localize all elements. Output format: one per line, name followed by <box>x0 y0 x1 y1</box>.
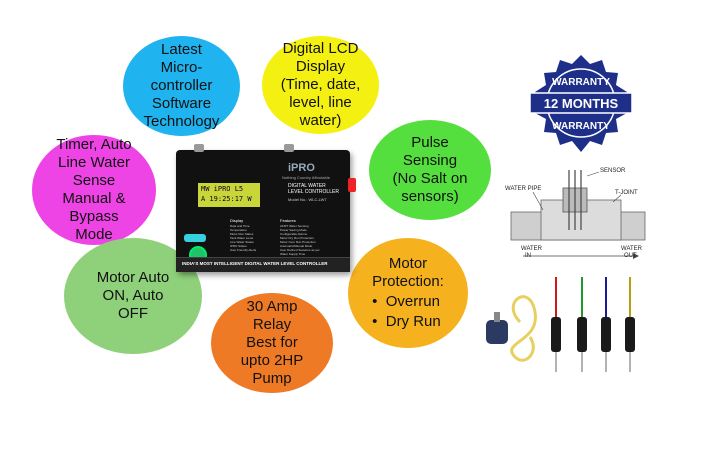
connector-plug <box>486 320 508 344</box>
product-name-line2: LEVEL CONTROLLER <box>288 189 339 195</box>
display-item: Temperature <box>230 228 247 232</box>
warranty-main-text: 12 MONTHS <box>544 96 619 111</box>
feature-item: Motor Dry Run Protection <box>280 236 314 240</box>
feature-item: Power Saving Mode <box>280 228 307 232</box>
lcd-screen: MW iPRO L5 A 19:25:17 W <box>198 183 260 207</box>
display-item: IPRO Status <box>230 244 247 248</box>
product-name-line1: DIGITAL WATER <box>288 183 326 189</box>
motor-protection-title: Motor Protection: <box>372 255 444 290</box>
warranty-top-text: WARRANTY <box>552 77 610 88</box>
sensor-label: SENSOR <box>600 168 626 174</box>
probe-2 <box>577 277 587 372</box>
display-item: User Friendly Alerts <box>230 248 257 252</box>
display-item: Line Water Status <box>230 240 254 244</box>
probe-3 <box>601 277 611 372</box>
connector-pin <box>494 312 500 322</box>
feature-item: Motor Over Run Protection <box>280 240 316 244</box>
features-list: AFMT Water Sensing Power Saving Mode Con… <box>280 224 320 256</box>
mode-button[interactable] <box>184 234 206 242</box>
probe-body-1 <box>551 317 561 352</box>
relay-bubble: 30 Amp Relay Best for upto 2HP Pump <box>211 293 333 393</box>
feature-item: User Defined Sessions as per <box>280 248 320 252</box>
motor-auto-text: Motor Auto ON, Auto OFF <box>96 269 170 322</box>
mounting-tab-left <box>194 144 204 152</box>
lcd-line-1: MW iPRO L5 <box>201 185 244 193</box>
lcd-line-2: A 19:25:17 W <box>201 195 252 203</box>
microcontroller-bubble: Latest Micro- controller Software Techno… <box>123 36 240 136</box>
water-out-label-line2: OUT <box>624 253 637 259</box>
flow-arrowhead <box>633 253 639 259</box>
relay-text: 30 Amp Relay Best for upto 2HP Pump <box>240 298 304 387</box>
protection-item-overrun: • Overrun <box>372 293 440 310</box>
water-out-label-line1: WATER <box>621 246 643 252</box>
pulse-sensing-bubble: Pulse Sensing (No Salt on sensors) <box>369 120 491 220</box>
display-list: Date and Time Temperature Motor Run Stat… <box>230 224 256 252</box>
probe-body-3 <box>601 317 611 352</box>
feature-item: AFMT Water Sensing <box>280 224 309 228</box>
timer-mode-text: Timer, Auto Line Water Sense Manual & By… <box>56 136 132 243</box>
badge-ribbon <box>530 92 632 114</box>
probe-body-2 <box>577 317 587 352</box>
microcontroller-text: Latest Micro- controller Software Techno… <box>143 41 220 130</box>
display-item: Date and Time <box>230 224 250 228</box>
model-number: Model No.: WLC-LW7 <box>288 197 327 202</box>
display-item: Tank Water Level <box>230 236 254 240</box>
probe-1 <box>551 277 561 372</box>
probe-body-4 <box>625 317 635 352</box>
bottom-slogan: INDIA'S MOST INTELLIGENT DIGITAL WATER L… <box>182 261 328 266</box>
yellow-cable <box>510 295 537 362</box>
sensor-leader <box>586 171 600 177</box>
water-pipe-label: WATER PIPE <box>505 186 541 192</box>
lcd-display-bubble: Digital LCD Display (Time, date, level, … <box>262 36 379 134</box>
water-in-label-line2: IN <box>525 253 531 259</box>
lcd-display-text: Digital LCD Display (Time, date, level, … <box>280 40 361 129</box>
protection-item-dry-run: • Dry Run <box>372 313 441 330</box>
pipe-leader <box>532 191 544 211</box>
water-in-label-line1: WATER <box>521 246 543 252</box>
brand-logo: iPRO <box>288 162 315 174</box>
tjoint-leader <box>612 194 622 203</box>
feature-item: Automatic/Manual Mode <box>280 244 313 248</box>
motor-protection-bubble: Motor Protection: • Overrun • Dry Run <box>348 238 468 348</box>
pulse-sensing-text: Pulse Sensing (No Salt on sensors) <box>392 134 468 205</box>
mounting-tab-right <box>284 144 294 152</box>
brand-tagline: Nothing Country Affordable <box>282 175 330 180</box>
display-heading: Display <box>230 218 244 223</box>
warranty-bottom-text: WARRANTY <box>552 121 610 132</box>
feature-item: Water Supply Time <box>280 252 306 256</box>
features-heading: Features <box>280 218 296 223</box>
power-switch[interactable] <box>348 178 356 192</box>
display-item: Motor Run Status <box>230 232 254 236</box>
timer-mode-bubble: Timer, Auto Line Water Sense Manual & By… <box>32 135 156 245</box>
t-joint-label: T-JOINT <box>615 190 638 196</box>
sensor-probe-set <box>486 277 635 372</box>
bottom-strip: INDIA'S MOST INTELLIGENT DIGITAL WATER L… <box>176 257 350 272</box>
warranty-badge: WARRANTY 12 MONTHS WARRANTY <box>530 55 632 152</box>
water-level-controller: iPRO Nothing Country Affordable DIGITAL … <box>176 144 356 272</box>
feature-item: Configurable Alarms <box>280 232 308 236</box>
probe-4 <box>625 277 635 372</box>
